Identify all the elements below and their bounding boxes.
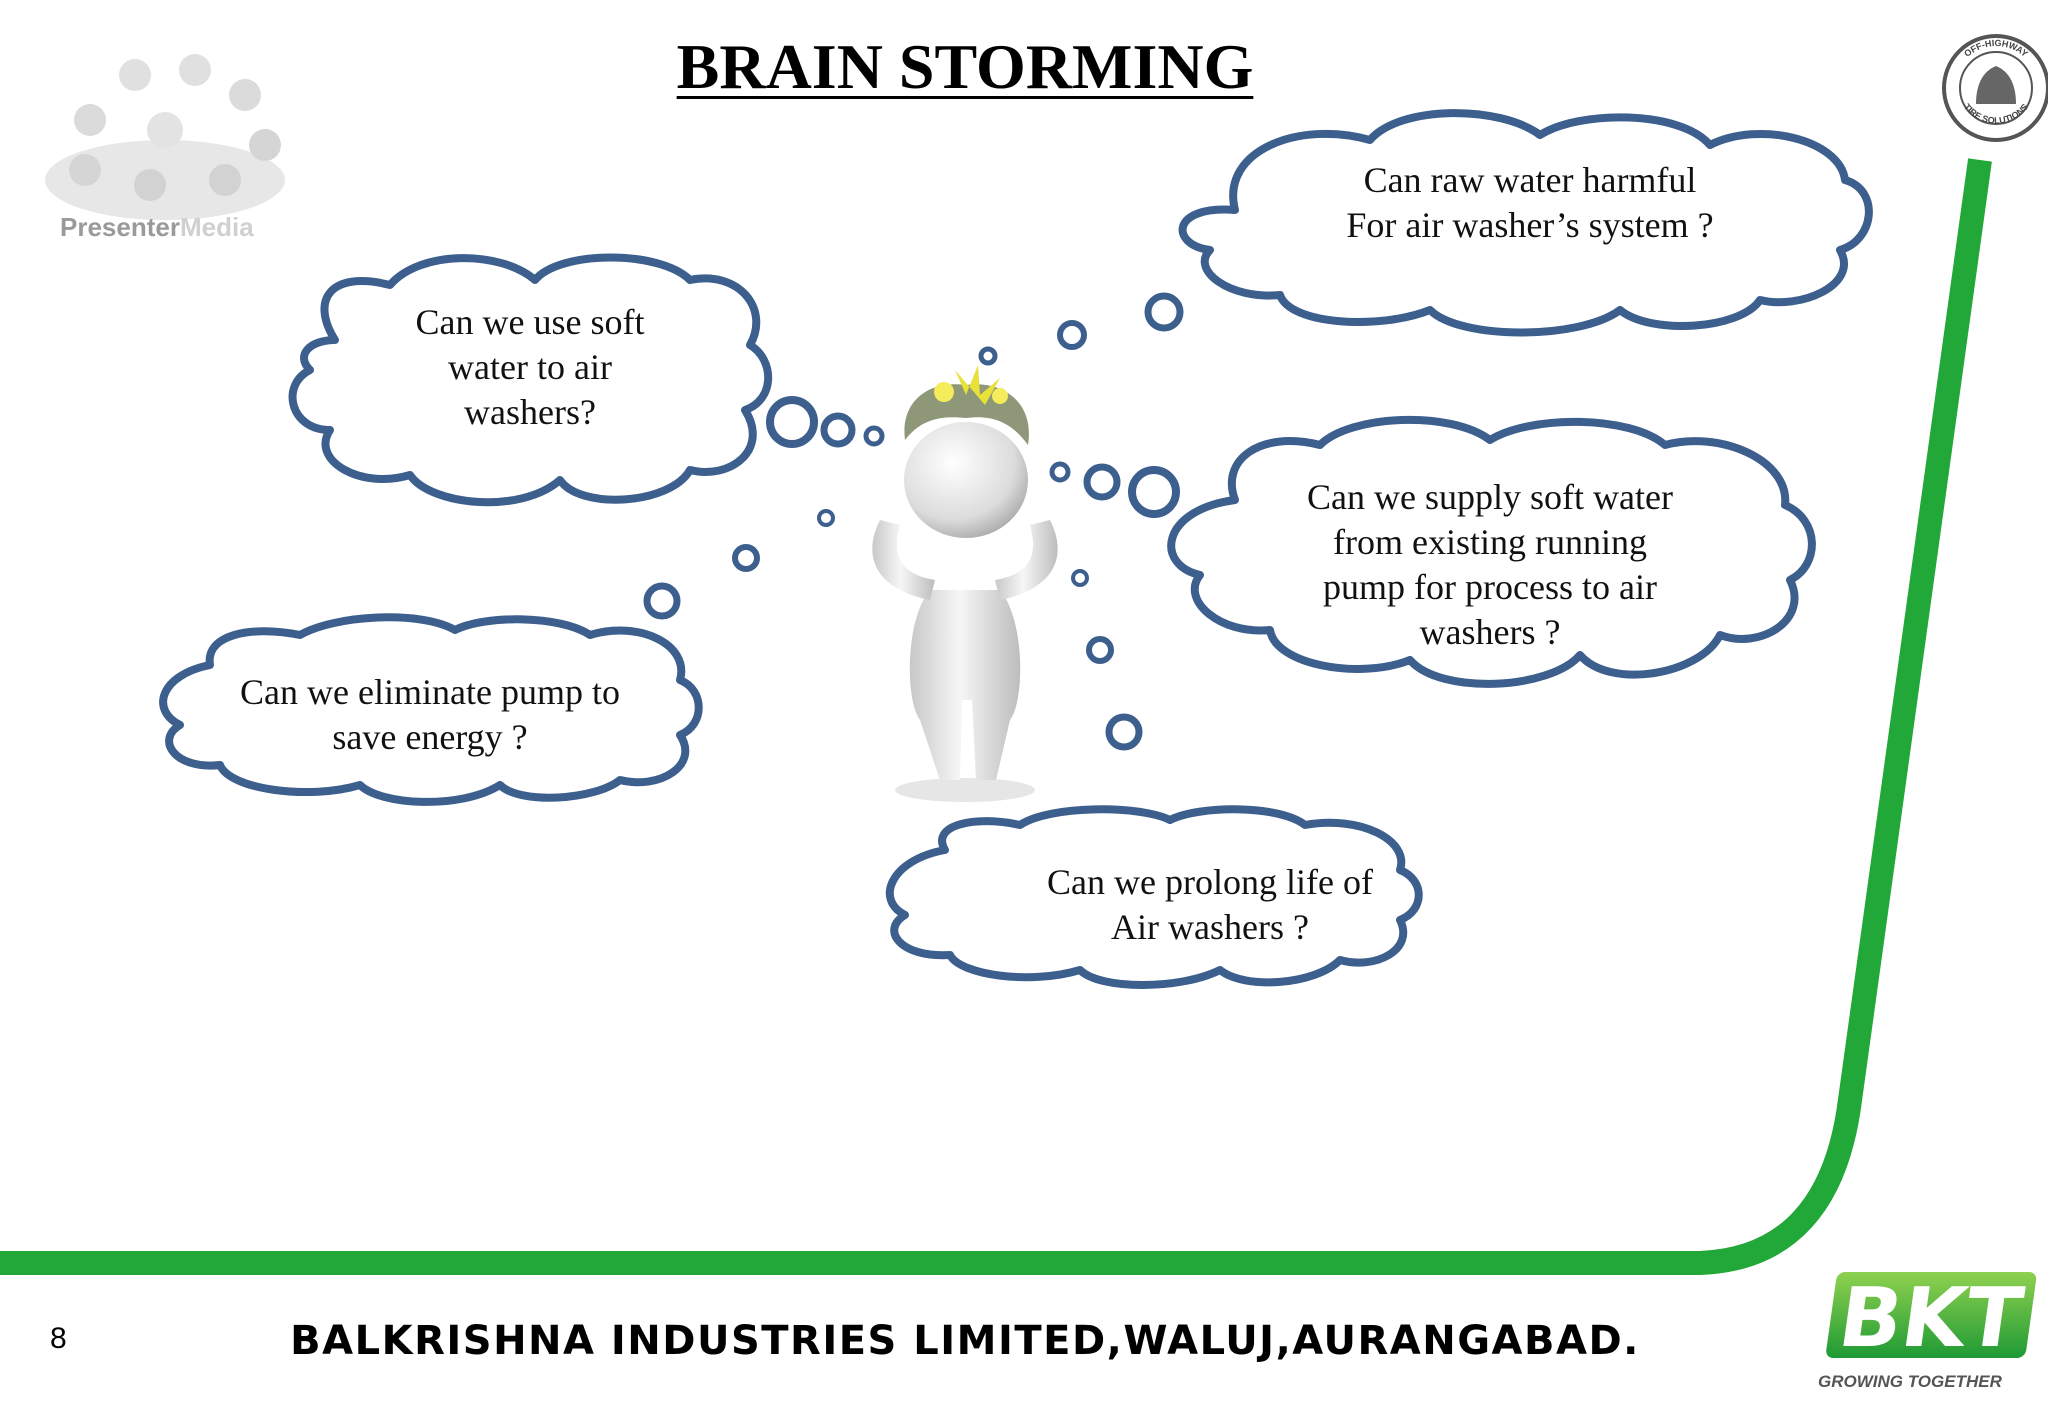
thought-bubble xyxy=(978,346,998,366)
thought-bubble xyxy=(820,412,856,448)
thought-bubbles xyxy=(643,292,1184,751)
thought-bubble xyxy=(1086,636,1114,664)
thought-bubble xyxy=(1057,320,1087,350)
thinking-figure-illustration xyxy=(872,365,1058,802)
cloud-shape-raw-water xyxy=(1178,109,1873,337)
cloud-text-raw-water: Can raw water harmful For air washer’s s… xyxy=(1346,160,1714,245)
bkt-tagline: GROWING TOGETHER xyxy=(1818,1372,2002,1391)
thought-bubble xyxy=(863,425,885,447)
thought-bubble xyxy=(643,582,681,620)
page-number: 8 xyxy=(50,1322,67,1355)
green-accent-line xyxy=(0,158,1992,1275)
thought-bubble xyxy=(1105,713,1143,751)
thought-bubble xyxy=(1071,569,1089,587)
presenter-media-logo-image xyxy=(45,54,285,220)
thought-bubble xyxy=(1083,463,1121,501)
off-highway-seal-logo xyxy=(1942,34,2048,142)
presenter-media-logo-text: PresenterMedia xyxy=(60,212,254,243)
cloud-shape-supply-soft-water xyxy=(1167,415,1816,688)
thought-bubble xyxy=(1049,461,1071,483)
thought-bubble xyxy=(1128,466,1180,518)
thought-bubble xyxy=(817,509,835,527)
cloud-text-supply-soft-water: Can we supply soft water from existing r… xyxy=(1307,477,1673,652)
presenter-media-logo-part1: Presenter xyxy=(60,212,180,242)
thought-bubble xyxy=(732,544,760,572)
cloud-shape-eliminate-pump xyxy=(159,613,703,806)
cloud-shape-soft-water xyxy=(288,253,773,507)
cloud-shape-prolong-life xyxy=(885,805,1423,989)
slide-title: BRAIN STORMING xyxy=(676,31,1254,102)
presenter-media-logo-part2: Media xyxy=(179,212,254,242)
thought-bubble xyxy=(766,396,818,448)
footer-company-name: BALKRISHNA INDUSTRIES LIMITED,WALUJ,AURA… xyxy=(290,1318,1640,1364)
thought-bubble xyxy=(1144,292,1184,332)
cloud-text-soft-water: Can we use soft water to air washers? xyxy=(415,302,645,432)
cloud-text-prolong-life: Can we prolong life of Air washers ? xyxy=(1047,862,1373,947)
cloud-text-eliminate-pump: Can we eliminate pump to save energy ? xyxy=(240,672,620,757)
